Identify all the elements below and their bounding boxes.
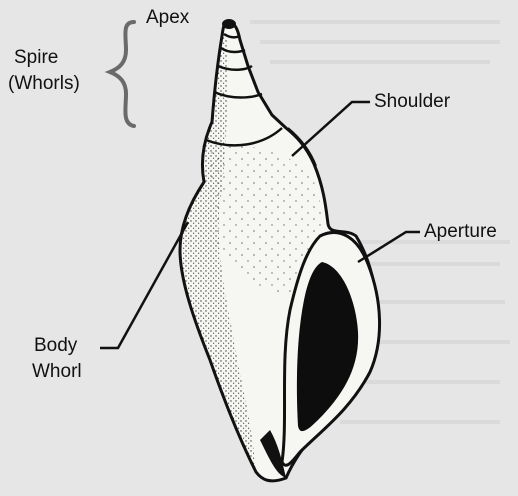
label-whorls: (Whorls) xyxy=(8,72,80,95)
spire-bracket xyxy=(110,22,134,126)
label-whorl: Whorl xyxy=(32,360,82,383)
label-body: Body xyxy=(34,334,77,357)
label-aperture: Aperture xyxy=(424,220,497,243)
label-spire: Spire xyxy=(14,46,58,69)
label-shoulder: Shoulder xyxy=(374,90,450,113)
aperture-leader xyxy=(358,232,420,262)
shell xyxy=(180,19,380,481)
label-apex: Apex xyxy=(146,6,189,29)
body-whorl-leader xyxy=(100,222,188,348)
